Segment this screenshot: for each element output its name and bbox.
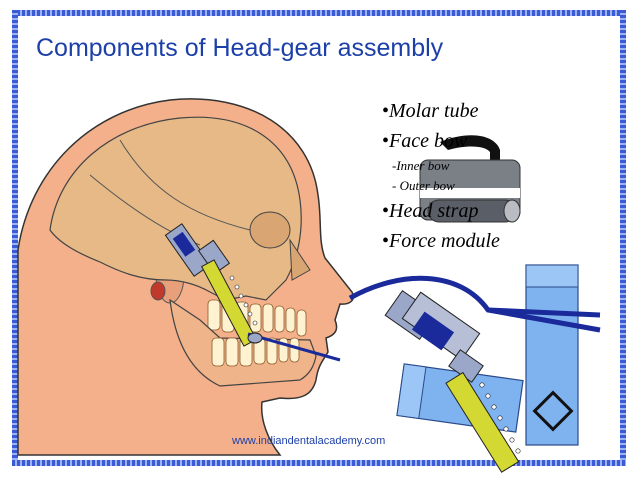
head-strap-vertical: [525, 264, 579, 446]
slide-border-left: [12, 10, 18, 466]
condyle: [150, 281, 166, 301]
slide-border-top: [12, 10, 626, 16]
bullet-item: •Force module: [382, 230, 500, 252]
slide-border-bottom: [12, 460, 626, 466]
slide-title: Components of Head-gear assembly: [36, 34, 444, 62]
sub-bullet-item: - Outer bow: [392, 178, 455, 193]
strap-buckle: [532, 390, 574, 432]
slide-border-right: [620, 10, 626, 466]
footer-url: www.indiandentalacademy.com: [232, 435, 386, 447]
bullet-item: •Head strap: [382, 200, 479, 222]
bullet-list: •Molar tube •Face bow -Inner bow - Outer…: [382, 96, 500, 256]
face-bow-illustration: [348, 275, 601, 333]
force-module-illustration: [384, 289, 521, 473]
bullet-item: •Face bow: [382, 130, 468, 152]
molar-tube-illustration: [419, 135, 521, 223]
bullet-item: •Molar tube: [382, 100, 479, 122]
lower-teeth: [211, 337, 300, 367]
molar-tube: [247, 332, 263, 344]
eye-orbit: [249, 211, 291, 249]
face-force-module: [164, 223, 258, 347]
face-bow-outer: [247, 332, 341, 362]
sub-bullet-item: -Inner bow: [392, 158, 450, 173]
